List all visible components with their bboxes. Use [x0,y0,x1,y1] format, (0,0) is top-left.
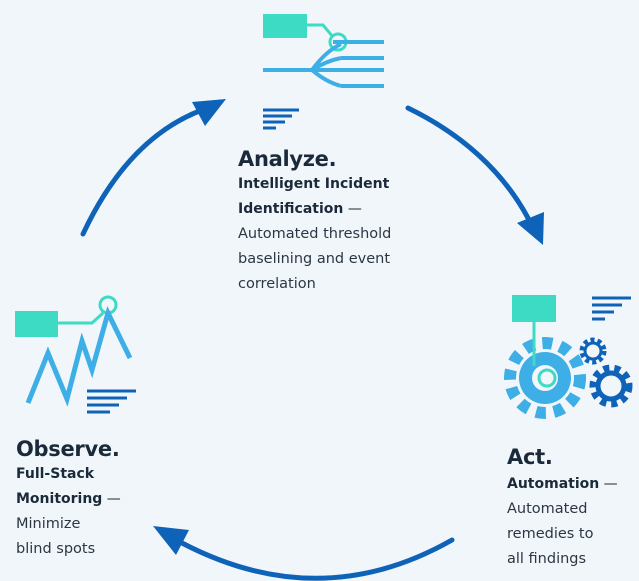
stage-analyze-description: Automated threshold baselining and event… [238,226,392,292]
stage-observe-title: Observe. [16,437,120,461]
branching-flow-icon [263,14,384,130]
stage-analyze-subtitle: Intelligent Incident Identification — [238,176,390,217]
stage-act-title: Act. [507,445,553,469]
cycle-arrow-observe-to-analyze [80,99,226,237]
cycle-arrow-analyze-to-act [405,105,544,245]
stage-observe-subtitle: Full-Stack Monitoring — [16,466,121,507]
gears-icon [504,295,633,419]
stage-observe-description: Minimize blind spots [16,516,96,557]
cycle-arrow-act-to-observe [153,526,455,581]
stage-analyze-title: Analyze. [238,147,337,171]
stage-analyze: Analyze. Intelligent Incident Identifica… [238,146,438,297]
line-chart-icon [15,295,136,414]
stage-observe: Observe. Full-Stack Monitoring — Minimiz… [16,436,176,562]
stage-act-description: Automated remedies to all findings [507,501,594,567]
stage-act: Act. Automation — Automated remedies to … [507,444,637,572]
stage-act-subtitle: Automation — [507,476,618,492]
